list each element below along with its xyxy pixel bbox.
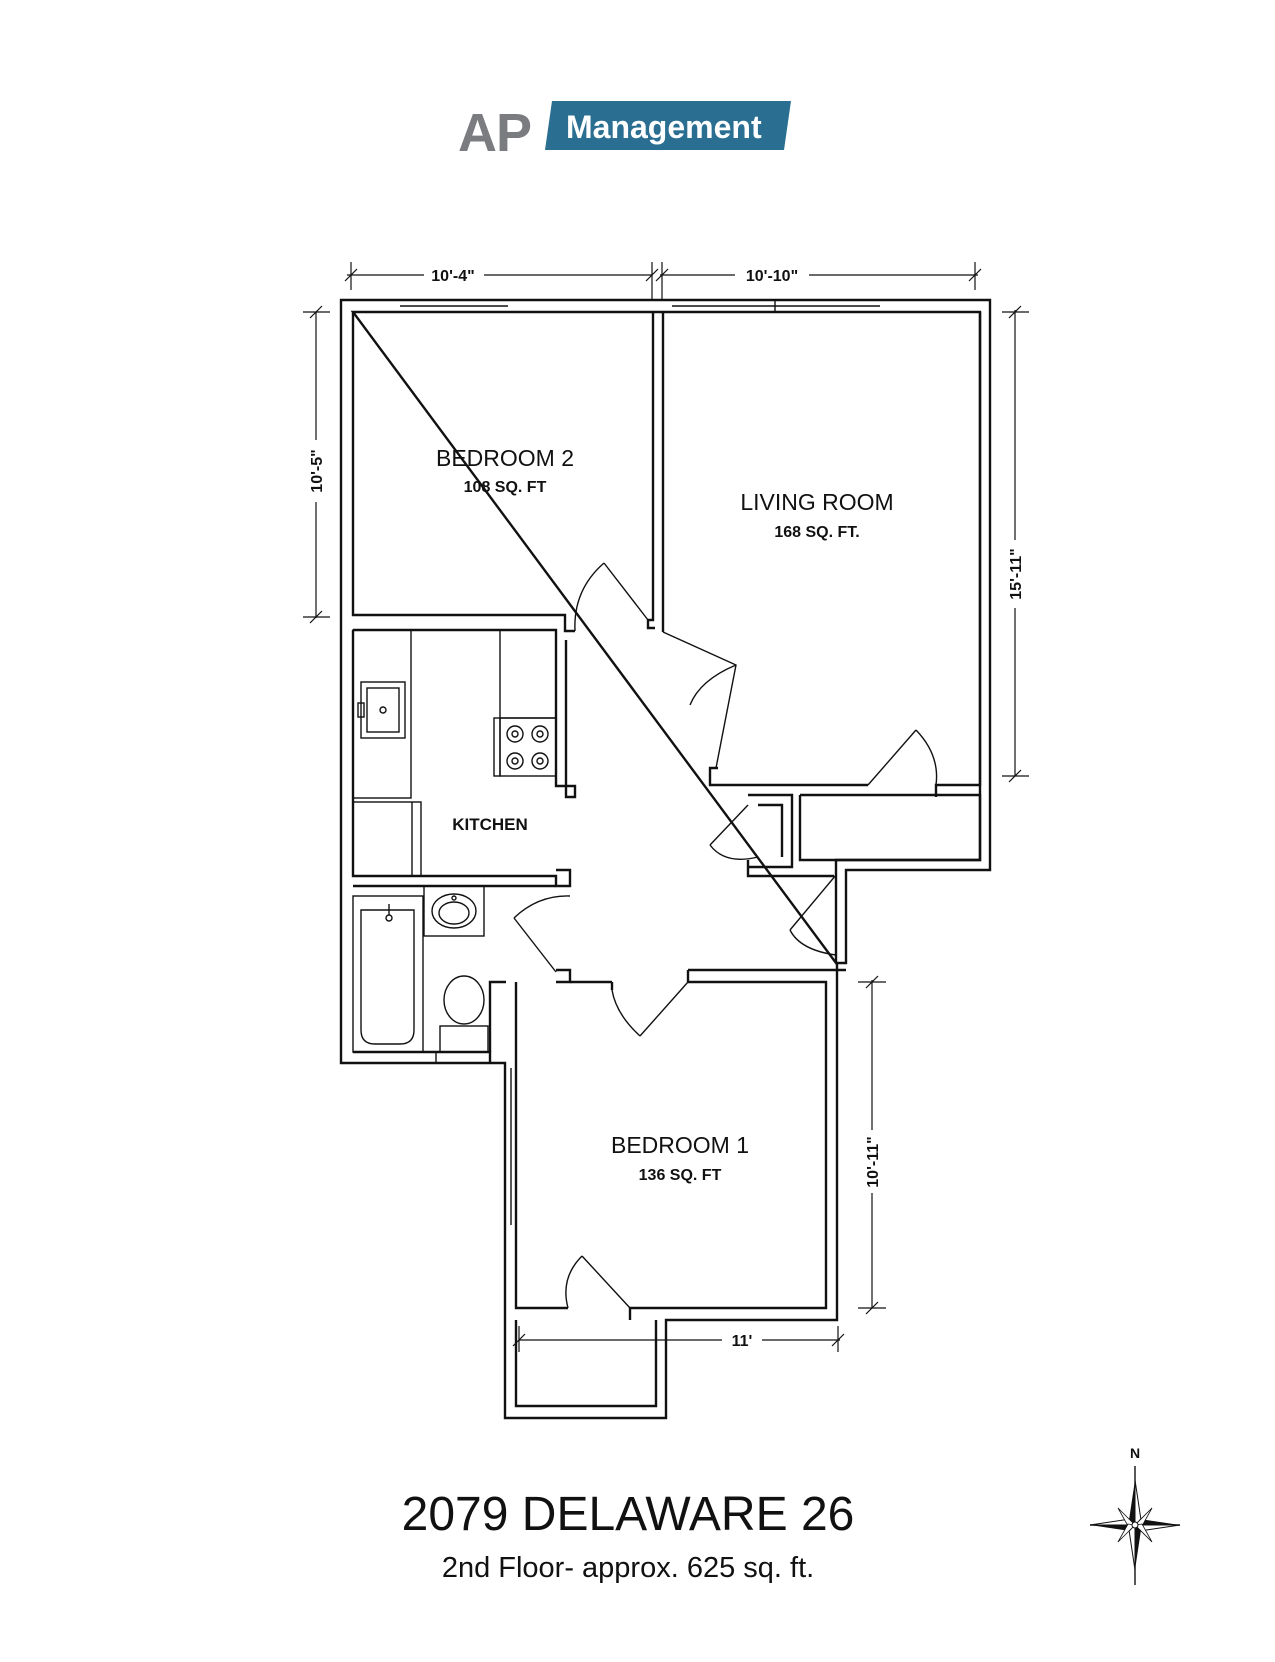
- bathroom: [352, 884, 572, 1064]
- dim-right: 15'-11": [1008, 548, 1025, 599]
- dim-left: 10'-5": [309, 449, 326, 492]
- compass-north-label: N: [1130, 1445, 1140, 1461]
- kitchen-stove: [499, 717, 557, 777]
- kitchen: KITCHEN: [351, 628, 577, 888]
- living-room-label: LIVING ROOM: [740, 489, 893, 515]
- kitchen-label: KITCHEN: [452, 815, 528, 834]
- bedroom-1: BEDROOM 1 136 SQ. FT: [504, 874, 846, 1408]
- closets: [709, 793, 982, 878]
- toilet: [443, 975, 485, 1025]
- dim-top-right: 10'-10": [746, 268, 798, 285]
- dim-bedroom1-right: 10'-11": [865, 1136, 882, 1187]
- bedroom-2-label: BEDROOM 2: [436, 445, 574, 471]
- logo-banner: [545, 101, 791, 150]
- dim-bedroom1-bottom: 11': [732, 1333, 753, 1350]
- bedroom-1-area: 136 SQ. FT: [639, 1167, 722, 1184]
- compass-icon: N: [1089, 1445, 1181, 1585]
- kitchen-fridge: [352, 801, 422, 877]
- property-subtitle: 2nd Floor- approx. 625 sq. ft.: [442, 1552, 814, 1584]
- bedroom-2-area: 108 SQ. FT: [464, 479, 547, 496]
- property-title: 2079 DELAWARE 26: [402, 1488, 855, 1541]
- logo-management-text: Management: [566, 109, 762, 145]
- bathtub: [352, 895, 424, 1053]
- living-room-area: 168 SQ. FT.: [774, 524, 859, 541]
- logo-ap-text: AP: [458, 103, 531, 163]
- dim-top-left: 10'-4": [431, 268, 474, 285]
- bedroom-1-label: BEDROOM 1: [611, 1132, 749, 1158]
- kitchen-sink: [360, 681, 406, 739]
- bedroom-2: BEDROOM 2 108 SQ. FT: [351, 299, 665, 633]
- bathroom-sink: [423, 885, 485, 937]
- ap-management-logo: AP Management: [458, 101, 791, 163]
- dimension-lines: 10'-4" 10'-10" 10'-5" 15'-11" 10'-11": [303, 262, 1029, 1352]
- living-room: LIVING ROOM 168 SQ. FT.: [662, 299, 982, 797]
